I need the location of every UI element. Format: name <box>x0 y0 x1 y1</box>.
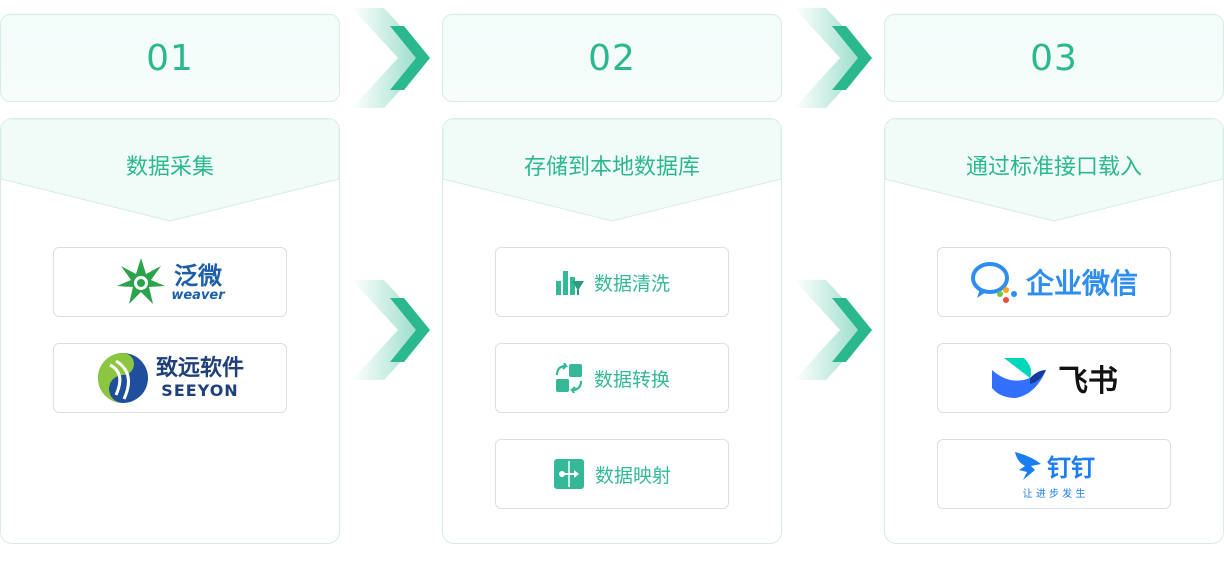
weaver-name-cn: 泛微 <box>174 261 222 290</box>
weaver-logo-text: 泛微 weaver <box>171 263 224 302</box>
data-mapping-card: 数据映射 <box>495 439 729 509</box>
dingtalk-name: 钉钉 <box>1047 454 1095 482</box>
data-cleaning-icon <box>555 271 584 295</box>
step-2-title: 存储到本地数据库 <box>523 155 700 180</box>
step-1-number-box: 01 <box>0 14 340 102</box>
data-conversion-label: 数据转换 <box>593 368 670 391</box>
step-3-title: 通过标准接口载入 <box>965 155 1142 180</box>
feishu-card: 飞书 <box>937 343 1171 413</box>
step-1-panel: 数据采集 泛微 weaver 致远软件 SEEYON <box>0 118 340 544</box>
arrow-right-icon <box>794 280 872 380</box>
dingtalk-card: 钉钉 让 进 步 发 生 <box>937 439 1171 509</box>
weaver-card: 泛微 weaver <box>53 247 287 317</box>
arrow-right-icon <box>352 8 430 108</box>
step-3-number: 03 <box>1030 37 1078 79</box>
seeyon-logo-icon <box>97 353 148 403</box>
arrow-right-icon <box>794 8 872 108</box>
data-conversion-icon <box>555 363 583 393</box>
wecom-name: 企业微信 <box>1025 267 1138 300</box>
weaver-logo-icon <box>117 258 166 304</box>
seeyon-name-en: SEEYON <box>161 381 239 400</box>
step-3-number-box: 03 <box>884 14 1224 102</box>
wecom-logo-icon <box>970 262 1017 303</box>
panel-header-shape <box>885 119 1223 222</box>
step-3-panel: 通过标准接口载入 企业微信 飞书 钉钉 让 进 步 发 生 <box>884 118 1224 544</box>
wecom-card: 企业微信 <box>937 247 1171 317</box>
step-1-number: 01 <box>146 37 194 79</box>
panel-header-shape <box>443 119 781 222</box>
step-2-panel: 存储到本地数据库 数据清洗 数据转换 数据映射 <box>442 118 782 544</box>
weaver-name-en: weaver <box>171 287 225 303</box>
seeyon-card: 致远软件 SEEYON <box>53 343 287 413</box>
dingtalk-slogan: 让 进 步 发 生 <box>1022 489 1086 500</box>
dingtalk-logo-icon <box>1015 451 1041 480</box>
step-1-title: 数据采集 <box>125 155 214 180</box>
panel-header-shape <box>1 119 339 222</box>
data-cleaning-card: 数据清洗 <box>495 247 729 317</box>
feishu-logo-icon <box>992 358 1046 398</box>
data-mapping-icon <box>553 459 584 489</box>
seeyon-name-cn: 致远软件 <box>155 356 244 381</box>
arrow-right-icon <box>352 280 430 380</box>
step-2-number: 02 <box>588 37 636 79</box>
data-cleaning-label: 数据清洗 <box>593 272 670 295</box>
seeyon-logo-text: 致远软件 SEEYON <box>156 356 244 400</box>
feishu-name: 飞书 <box>1058 364 1118 399</box>
step-2-number-box: 02 <box>442 14 782 102</box>
data-mapping-label: 数据映射 <box>594 464 671 487</box>
data-conversion-card: 数据转换 <box>495 343 729 413</box>
